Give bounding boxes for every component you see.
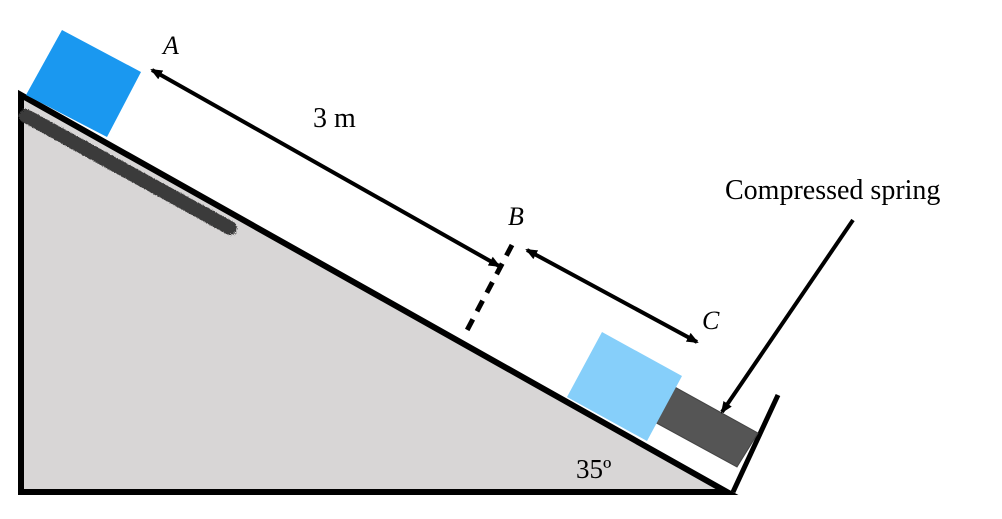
- distance-arrow-bc: [525, 248, 699, 344]
- distance-arrow-ab: [150, 68, 501, 268]
- label-distance: 3 m: [313, 103, 356, 134]
- label-a: A: [161, 31, 179, 60]
- end-wall: [730, 393, 781, 494]
- incline-ramp: [18, 89, 739, 495]
- block-at-a: [26, 30, 141, 137]
- label-b: B: [508, 202, 524, 231]
- position-b-marker: [461, 243, 515, 338]
- spring-pointer-arrow: [720, 218, 855, 414]
- label-spring: Compressed spring: [725, 175, 940, 206]
- label-c: C: [702, 306, 720, 335]
- label-angle: 35º: [576, 454, 611, 484]
- block-at-c: [567, 332, 682, 441]
